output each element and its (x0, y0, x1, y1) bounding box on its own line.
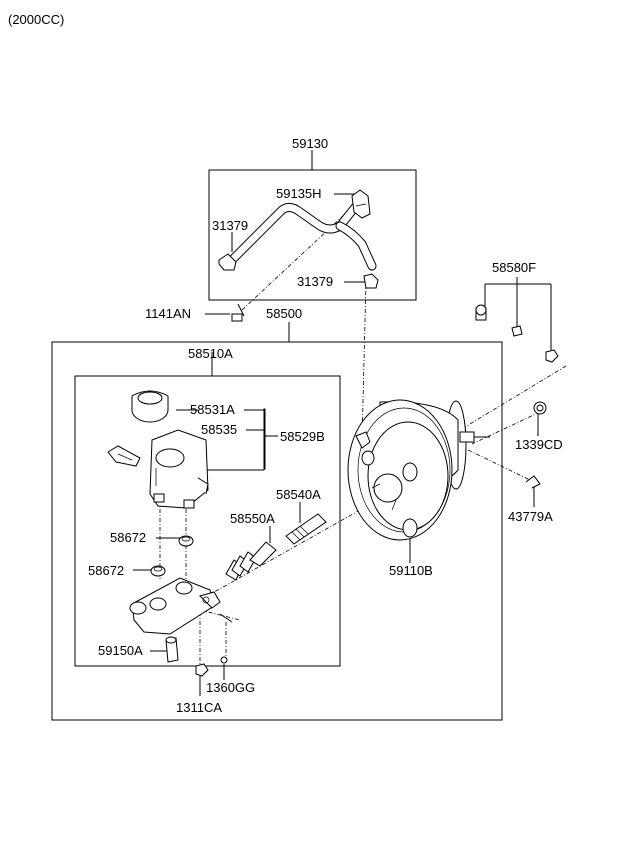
clamp-31379-bottom (363, 273, 379, 289)
label-58529B: 58529B (280, 429, 325, 444)
label-58531A: 58531A (190, 402, 235, 417)
vacuum-hose (229, 201, 377, 271)
label-58580F: 58580F (492, 260, 536, 275)
master-cylinder-outer-box (51, 341, 503, 721)
label-1339CD: 1339CD (515, 437, 563, 452)
master-cylinder-body (129, 577, 221, 635)
grommet-58672-upper (178, 535, 194, 547)
leader-lines (133, 150, 552, 696)
grommet-58672-lower (150, 565, 166, 577)
label-58672-upper: 58672 (110, 530, 146, 545)
label-43779A: 43779A (508, 509, 553, 524)
label-58535: 58535 (201, 422, 237, 437)
label-59135H: 59135H (276, 186, 322, 201)
nut-1339CD (533, 401, 547, 415)
label-31379-bottom: 31379 (297, 274, 333, 289)
master-cylinder-inner-box (74, 375, 341, 667)
label-31379-top: 31379 (212, 218, 248, 233)
label-58510A: 58510A (188, 346, 233, 361)
label-1360GG: 1360GG (206, 680, 255, 695)
screw-1360GG (219, 613, 233, 664)
bolt-1141AN (231, 303, 245, 322)
label-59110B: 59110B (389, 563, 433, 578)
sensor-connector-58535 (107, 445, 141, 467)
label-1141AN: 1141AN (145, 306, 191, 321)
nut-58580F (545, 349, 559, 363)
label-58672-lower: 58672 (88, 563, 124, 578)
engine-label: (2000CC) (8, 12, 64, 27)
clevis-pin-58580F (475, 304, 487, 321)
label-1311CA: 1311CA (176, 700, 222, 715)
label-58550A: 58550A (230, 511, 275, 526)
label-58500: 58500 (266, 306, 302, 321)
brake-booster (347, 399, 490, 541)
part-labels: 59130 59135H 31379 31379 1141AN 58500 58… (88, 136, 563, 715)
label-58540A: 58540A (276, 487, 321, 502)
reservoir-58529B (149, 429, 209, 509)
piston-spring-58550A (225, 541, 277, 581)
check-valve-59135H (351, 189, 371, 219)
pin-43779A (525, 475, 541, 489)
connector-59150A (165, 636, 179, 663)
piston-58540A (285, 513, 327, 545)
nut-1311CA (195, 663, 209, 677)
reservoir-cap-58531A (131, 390, 169, 423)
label-59130: 59130 (292, 136, 328, 151)
label-59150A: 59150A (98, 643, 143, 658)
clamp-31379-top (218, 253, 237, 271)
clip-58580F (511, 325, 523, 337)
